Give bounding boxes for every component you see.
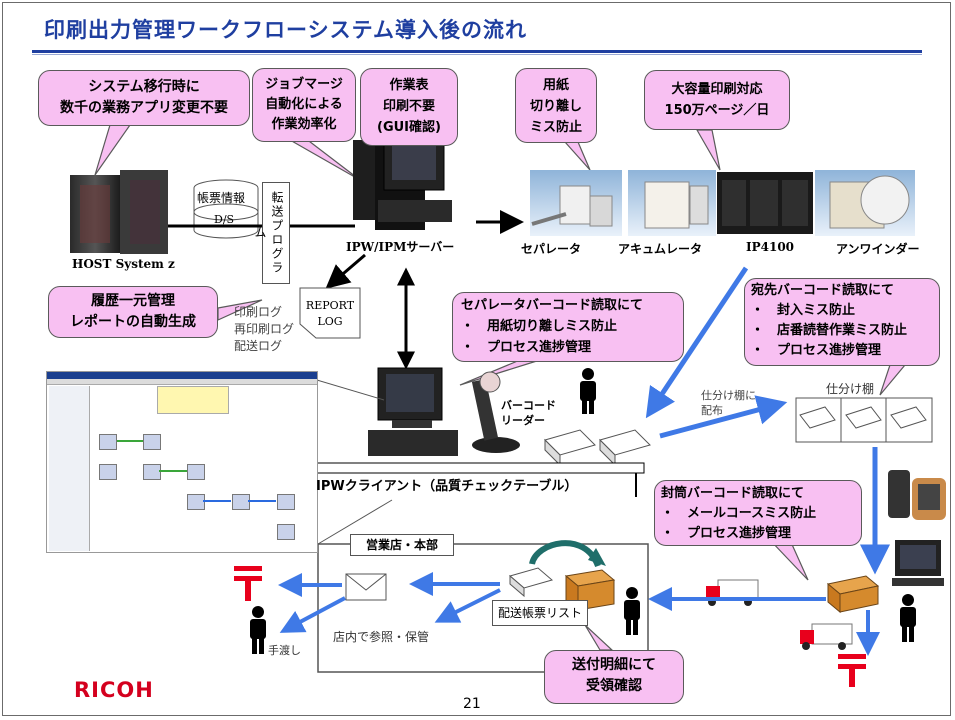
separator-label: セパレータ bbox=[521, 242, 582, 256]
accumulator-label: アキュムレータ bbox=[618, 242, 703, 256]
list-to-store-arrow bbox=[434, 588, 501, 623]
sort-to-label: 仕分け棚に 配布 bbox=[701, 389, 756, 417]
workflow-info-panel bbox=[157, 386, 229, 414]
check-table bbox=[303, 462, 645, 474]
report-log-document-icon bbox=[299, 287, 361, 339]
workflow-edge bbox=[159, 470, 187, 472]
callout-migration: システム移行時に 数千の業務アプリ変更不要 bbox=[38, 70, 250, 126]
callout-address-barcode: 宛先バーコード読取にて ・ 封入ミス防止 ・ 店番読替作業ミス防止 ・ プロセス… bbox=[744, 278, 940, 366]
callout-tail bbox=[584, 624, 614, 651]
callout-separator-barcode: セパレータバーコード読取にて ・ 用紙切り離しミス防止 ・ プロセス進捗管理 bbox=[452, 292, 684, 362]
person-icon bbox=[250, 606, 266, 654]
host-mainframe-icon bbox=[70, 170, 168, 254]
japan-post-mark-icon bbox=[838, 654, 866, 687]
callout-tail bbox=[695, 129, 721, 171]
host-label: HOST System z bbox=[72, 257, 175, 271]
delivery-log-label: 配送ログ bbox=[234, 339, 283, 353]
envelope-to-person-arrow bbox=[279, 596, 346, 633]
terminal-pc-icon bbox=[892, 540, 944, 586]
form-info-label: 帳票情報 bbox=[197, 191, 246, 205]
paper-tray-icon bbox=[544, 429, 651, 467]
workflow-node bbox=[99, 434, 117, 450]
unwinder-label: アンワインダー bbox=[836, 242, 920, 256]
callout-job-merge: ジョブマージ 自動化による 作業効率化 bbox=[252, 68, 356, 142]
handover-label: 手渡し bbox=[268, 644, 301, 657]
delivery-list-label: 配送帳票リスト bbox=[492, 600, 588, 626]
window-titlebar bbox=[47, 372, 317, 379]
page-number: 21 bbox=[463, 696, 481, 712]
callout-tail bbox=[768, 539, 809, 581]
separator-machine-icon bbox=[530, 170, 622, 236]
barcode-reader-label: バーコード リーダー bbox=[501, 399, 556, 427]
workflow-edge bbox=[248, 500, 276, 502]
ip4100-label: IP4100 bbox=[746, 240, 795, 254]
workflow-node bbox=[99, 464, 117, 480]
person-icon bbox=[580, 368, 596, 414]
print-log-label: 印刷ログ bbox=[234, 305, 283, 319]
person-icon bbox=[900, 594, 916, 642]
callout-history: 履歴一元管理 レポートの自動生成 bbox=[48, 286, 218, 338]
curved-arrow-icon bbox=[529, 540, 601, 568]
callout-tail bbox=[288, 137, 361, 181]
workflow-edge bbox=[117, 440, 143, 442]
printer-to-table-arrow bbox=[645, 266, 749, 419]
workflow-node bbox=[187, 494, 205, 510]
workflow-app-screenshot bbox=[46, 371, 318, 553]
delivery-truck-icon bbox=[706, 579, 759, 606]
workflow-node bbox=[232, 494, 250, 510]
table-to-shelf-arrow bbox=[659, 395, 788, 439]
window-menubar bbox=[47, 379, 317, 385]
workflow-node bbox=[187, 464, 205, 480]
callout-tail bbox=[879, 364, 907, 396]
callout-receipt: 送付明細にて 受領確認 bbox=[544, 650, 684, 704]
workflow-node bbox=[143, 464, 161, 480]
parcel-box-icon bbox=[826, 575, 880, 614]
server-tower-icon bbox=[353, 134, 452, 230]
handheld-scanner-icon bbox=[888, 470, 946, 520]
person-icon bbox=[624, 587, 640, 635]
callout-envelope-barcode: 封筒バーコード読取にて ・ メールコースミス防止 ・ プロセス進捗管理 bbox=[654, 480, 862, 546]
sort-shelf-label: 仕分け棚 bbox=[826, 382, 875, 396]
callout-paper-cut: 用紙 切り離し ミス防止 bbox=[515, 68, 597, 143]
title-underline bbox=[32, 50, 922, 53]
unwinder-machine-icon bbox=[815, 170, 915, 236]
in-store-label: 店内で参照・保管 bbox=[333, 630, 430, 644]
workflow-node bbox=[277, 524, 295, 540]
callout-high-volume: 大容量印刷対応 150万ページ／日 bbox=[644, 70, 790, 130]
workflow-edge bbox=[203, 500, 231, 502]
accumulator-machine-icon bbox=[628, 170, 716, 236]
callout-work-sheet: 作業表 印刷不要 (GUI確認) bbox=[360, 68, 458, 146]
slide-title: 印刷出力管理ワークフローシステム導入後の流れ bbox=[44, 18, 527, 42]
japan-post-mark-icon bbox=[234, 566, 262, 601]
callout-tail bbox=[94, 124, 132, 176]
delivery-truck-icon bbox=[800, 623, 853, 650]
ricoh-logo: RICOH bbox=[74, 678, 154, 702]
ds-label: D/S bbox=[214, 213, 235, 226]
server-to-log-arrow bbox=[325, 253, 366, 289]
report-log-label: REPORT LOG bbox=[305, 299, 355, 328]
client-pc-icon bbox=[368, 367, 458, 456]
title-underline-shadow bbox=[32, 54, 922, 55]
sort-shelf-icon bbox=[795, 397, 933, 443]
callout-tail bbox=[563, 141, 591, 171]
callout-tail bbox=[217, 299, 263, 321]
transfer-program-box: 転送プログラム bbox=[253, 182, 290, 284]
reprint-log-label: 再印刷ログ bbox=[234, 322, 295, 336]
envelope-icon bbox=[345, 573, 387, 601]
branch-label: 営業店・本部 bbox=[350, 534, 454, 556]
ip4100-printer-icon bbox=[717, 172, 813, 234]
barcode-reader-icon bbox=[471, 371, 520, 453]
branch-frame bbox=[317, 543, 649, 673]
paper-tray-icon bbox=[508, 567, 554, 598]
workflow-node bbox=[143, 434, 161, 450]
client-label: IPWクライアント（品質チェックテーブル） bbox=[316, 479, 578, 494]
server-label: IPW/IPMサーバー bbox=[346, 240, 455, 254]
workflow-node bbox=[277, 494, 295, 510]
screenshot-connector bbox=[317, 499, 393, 545]
workflow-sidebar bbox=[49, 386, 90, 551]
